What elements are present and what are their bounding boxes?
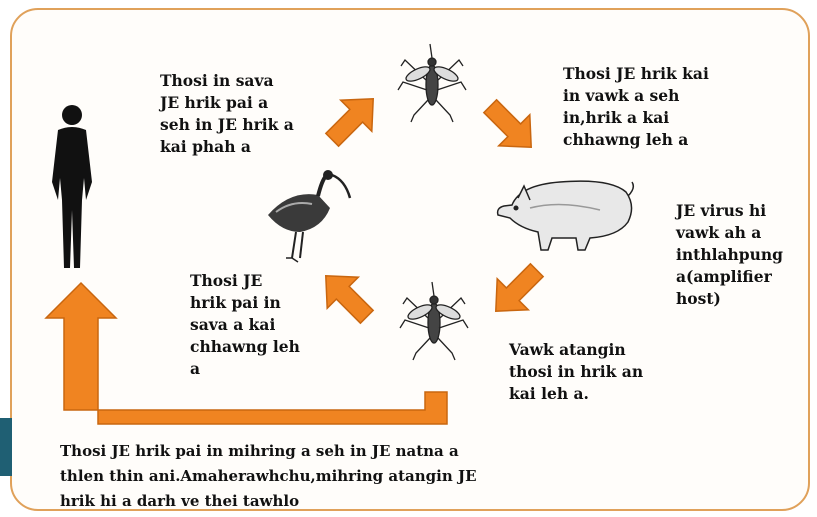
caption-mosquito-to-bird: Thosi JE hrik pai in sava a kai chhawng … xyxy=(190,270,310,380)
arrow-pig-to-mosquito xyxy=(480,255,552,327)
caption-mosquito-to-human: Thosi JE hrik pai in mihring a seh in JE… xyxy=(60,439,560,514)
arrow-mosquito-to-pig xyxy=(475,91,547,163)
caption-mosquito-from-bird: Thosi in sava JE hrik pai a seh in JE hr… xyxy=(160,70,310,158)
caption-mosquito-to-pig: Thosi JE hrik kai in vawk a seh in,hrik … xyxy=(563,63,738,151)
caption-pig-to-mosquito: Vawk atangin thosi in hrik an kai leh a. xyxy=(509,339,659,405)
arrow-bird-to-mosquito xyxy=(317,83,389,155)
caption-pig-amplifier: JE virus hi vawk ah a inthlahpung a(ampl… xyxy=(676,200,796,310)
pig-icon xyxy=(498,181,634,250)
heron-bird-icon xyxy=(268,170,350,262)
arrow-mosquito-to-bird xyxy=(310,260,382,332)
human-silhouette-icon xyxy=(52,105,92,268)
mosquito-icon xyxy=(400,282,468,360)
mosquito-icon xyxy=(398,44,466,122)
